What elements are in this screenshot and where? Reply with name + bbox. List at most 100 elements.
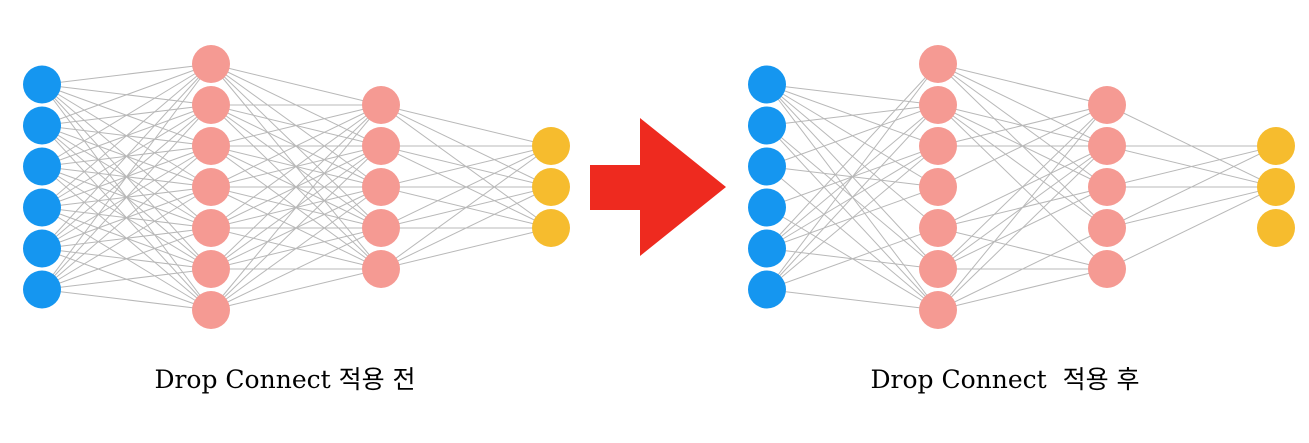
- input-node: [23, 188, 61, 227]
- hidden-node: [192, 209, 230, 247]
- connection-edge: [766, 227, 939, 290]
- input-node: [748, 147, 786, 186]
- connection-edge: [1106, 145, 1277, 229]
- connection-edge: [210, 145, 382, 311]
- connection-edge: [210, 186, 382, 311]
- connection-edge: [766, 104, 939, 290]
- output-node: [532, 127, 570, 165]
- input-node: [23, 65, 61, 104]
- connection-edge: [937, 104, 1108, 188]
- connection-edge: [380, 145, 552, 188]
- input-node: [23, 147, 61, 186]
- output-node: [532, 209, 570, 247]
- connection-edge: [1106, 145, 1277, 188]
- hidden-node: [1088, 86, 1126, 124]
- connection-edge: [766, 166, 939, 311]
- connection-edge: [1106, 186, 1277, 229]
- connection-edge: [766, 63, 939, 290]
- network-before: [23, 45, 570, 329]
- hidden-node: [919, 86, 957, 124]
- hidden-node: [192, 45, 230, 83]
- connection-edge: [766, 104, 939, 126]
- hidden-node: [919, 127, 957, 165]
- connection-edge: [380, 145, 552, 270]
- hidden-node: [362, 250, 400, 288]
- connection-edge: [41, 289, 212, 311]
- hidden-node: [192, 86, 230, 124]
- output-node: [1257, 209, 1295, 247]
- connection-edge: [766, 145, 939, 290]
- connection-edge: [210, 227, 382, 311]
- connection-edge: [937, 268, 1108, 311]
- hidden-node: [192, 250, 230, 288]
- hidden-node: [919, 291, 957, 329]
- hidden-node: [192, 168, 230, 206]
- input-node: [748, 65, 786, 104]
- hidden-node: [362, 168, 400, 206]
- hidden-node: [919, 250, 957, 288]
- connection-edge: [41, 104, 212, 290]
- connection-edge: [937, 145, 1108, 311]
- connection-edge: [937, 63, 1108, 106]
- connection-edge: [41, 63, 212, 167]
- connection-edge: [41, 145, 212, 290]
- connection-edge: [210, 104, 382, 147]
- connection-edge: [41, 186, 212, 290]
- connection-edge: [380, 227, 552, 270]
- connection-edge: [210, 104, 382, 229]
- connection-edge: [210, 63, 382, 106]
- connection-edge: [41, 268, 212, 290]
- connection-edge: [937, 104, 1108, 147]
- connection-edge: [210, 104, 382, 311]
- output-node: [1257, 127, 1295, 165]
- connection-edge: [937, 227, 1108, 270]
- connection-edge: [937, 104, 1108, 270]
- connection-edge: [1106, 186, 1277, 270]
- input-node: [748, 229, 786, 268]
- connection-edge: [380, 186, 552, 270]
- hidden-node: [192, 291, 230, 329]
- caption-after: Drop Connect 적용 후: [870, 365, 1140, 394]
- input-node: [748, 270, 786, 309]
- hidden-node: [1088, 209, 1126, 247]
- connection-edge: [41, 63, 212, 85]
- connection-edge: [937, 63, 1108, 147]
- connection-edge: [766, 84, 939, 106]
- hidden-node: [362, 86, 400, 124]
- hidden-node: [1088, 250, 1126, 288]
- right-arrow-icon: [590, 118, 726, 256]
- connection-edge: [380, 145, 552, 229]
- hidden-node: [919, 209, 957, 247]
- connection-edge: [210, 104, 382, 188]
- input-node: [23, 229, 61, 268]
- connection-edge: [766, 104, 939, 167]
- connection-edge: [41, 63, 212, 126]
- network-after: [748, 45, 1295, 329]
- input-node: [748, 188, 786, 227]
- hidden-node: [1088, 127, 1126, 165]
- hidden-node: [919, 168, 957, 206]
- connection-edge: [766, 289, 939, 311]
- connection-edge: [937, 227, 1108, 311]
- caption-before: Drop Connect 적용 전: [154, 365, 416, 394]
- connection-edge: [766, 63, 939, 249]
- connection-edge: [380, 104, 552, 147]
- connection-edge: [210, 104, 382, 270]
- hidden-node: [362, 127, 400, 165]
- connection-edge: [41, 63, 212, 208]
- connection-edge: [937, 104, 1108, 229]
- input-node: [748, 106, 786, 145]
- connection-edge: [41, 227, 212, 290]
- output-node: [532, 168, 570, 206]
- connection-edge: [937, 104, 1108, 311]
- connection-edge: [41, 63, 212, 290]
- connection-edge: [210, 268, 382, 311]
- input-node: [23, 270, 61, 309]
- hidden-node: [1088, 168, 1126, 206]
- connection-edge: [41, 63, 212, 249]
- output-node: [1257, 168, 1295, 206]
- hidden-node: [362, 209, 400, 247]
- hidden-node: [919, 45, 957, 83]
- input-node: [23, 106, 61, 145]
